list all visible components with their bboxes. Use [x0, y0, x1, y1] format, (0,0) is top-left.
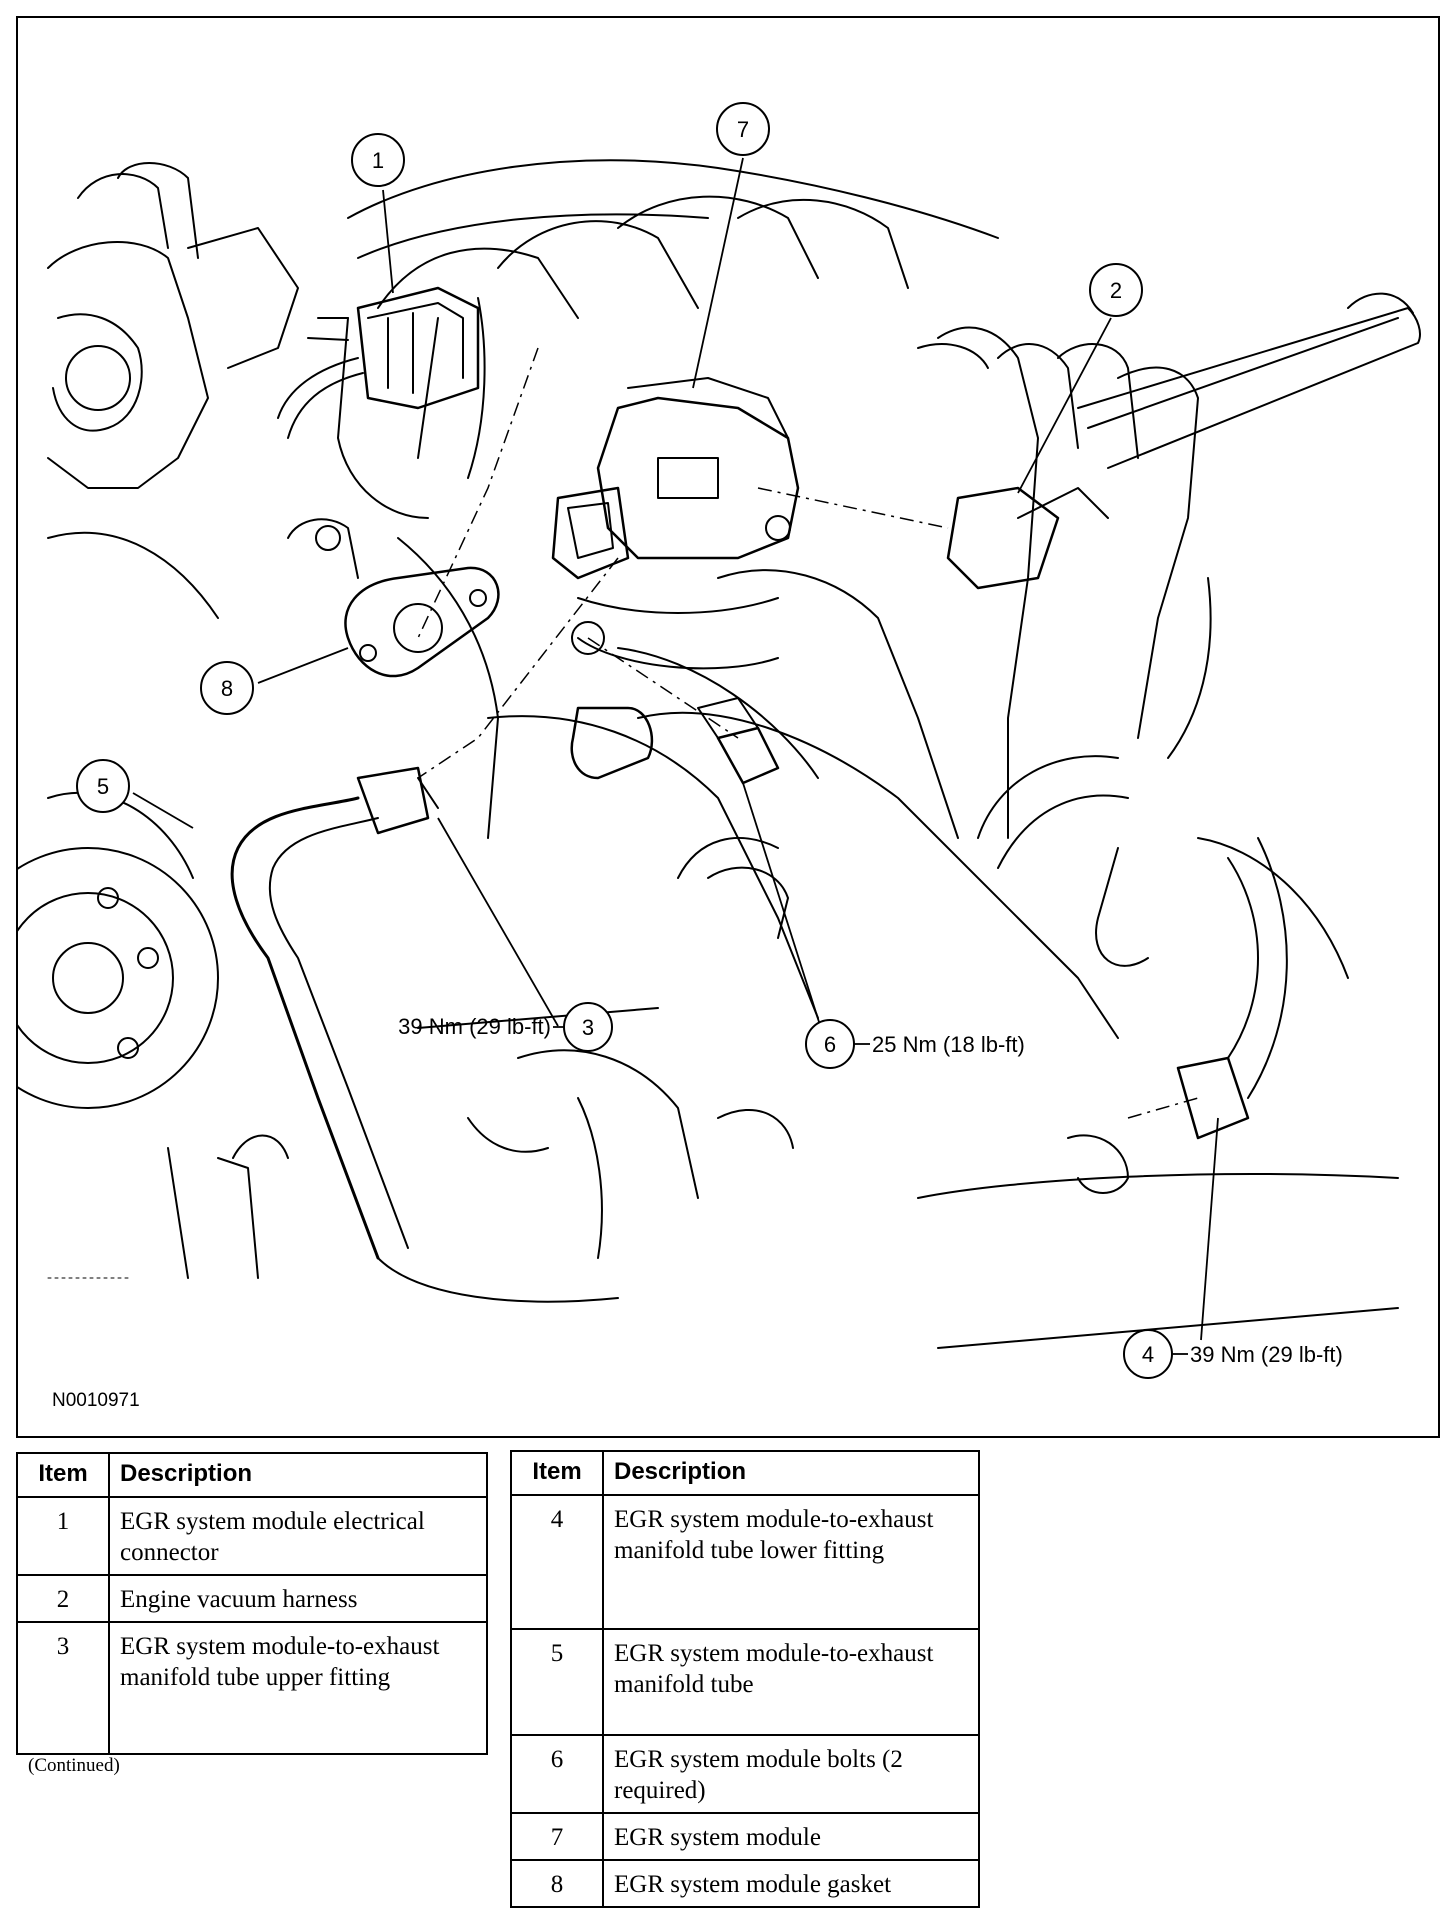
item-description: EGR system module gasket: [602, 1859, 980, 1908]
callout-4-torque: 39 Nm (29 lb-ft): [1190, 1342, 1343, 1367]
description-header: Description: [602, 1450, 980, 1496]
item-description: EGR system module electrical connector: [108, 1496, 488, 1576]
continued-note: (Continued): [28, 1755, 120, 1776]
egr-module-drawing: [551, 377, 800, 670]
item-number: 3: [16, 1621, 110, 1755]
callout-6: 6 25 Nm (18 lb-ft): [805, 1019, 1025, 1069]
table-row: 8 EGR system module gasket: [510, 1859, 980, 1908]
figure-id: N0010971: [52, 1390, 140, 1411]
callout-1-number: 1: [372, 148, 384, 173]
leader-lines: [132, 157, 1219, 1341]
description-header: Description: [108, 1452, 488, 1498]
callout-7-number: 7: [737, 117, 749, 142]
gasket-drawing: [287, 518, 500, 678]
callout-2: 2: [1089, 263, 1143, 317]
table-row: 6 EGR system module bolts (2 required): [510, 1734, 980, 1814]
item-description: EGR system module: [602, 1812, 980, 1861]
legend-header-row: Item Description: [510, 1450, 980, 1496]
engine-diagram-figure: 1 7 2 8 5 39 Nm (29 lb-ft) 3 6 25 Nm: [16, 16, 1440, 1438]
item-number: 2: [16, 1574, 110, 1623]
callout-4-number: 4: [1142, 1342, 1154, 1367]
engine-left-side-drawing: [18, 162, 299, 1279]
table-row: 1 EGR system module electrical connector: [16, 1496, 488, 1576]
callout-5: 5: [76, 759, 130, 813]
callout-4: 4 39 Nm (29 lb-ft): [1123, 1329, 1343, 1379]
item-number: 5: [510, 1628, 604, 1736]
legend-table-left: Item Description 1 EGR system module ele…: [16, 1452, 488, 1755]
callout-3-number: 3: [582, 1015, 594, 1040]
electrical-connector-drawing: [277, 286, 480, 439]
item-header: Item: [510, 1450, 604, 1496]
callout-3-torque: 39 Nm (29 lb-ft): [398, 1014, 551, 1039]
table-row: 2 Engine vacuum harness: [16, 1574, 488, 1623]
callout-2-number: 2: [1110, 278, 1122, 303]
callout-6-number: 6: [824, 1032, 836, 1057]
callout-7: 7: [716, 102, 770, 156]
item-description: Engine vacuum harness: [108, 1574, 488, 1623]
table-row: 7 EGR system module: [510, 1812, 980, 1861]
item-number: 4: [510, 1494, 604, 1630]
vacuum-harness-drawing: [917, 292, 1421, 967]
item-number: 1: [16, 1496, 110, 1576]
item-description: EGR system module bolts (2 required): [602, 1734, 980, 1814]
callout-6-torque: 25 Nm (18 lb-ft): [872, 1032, 1025, 1057]
alignment-lines: [417, 347, 1199, 1119]
item-description: EGR system module-to-exhaust manifold tu…: [602, 1494, 980, 1630]
item-number: 6: [510, 1734, 604, 1814]
callout-1: 1: [351, 133, 405, 187]
table-row: 4 EGR system module-to-exhaust manifold …: [510, 1494, 980, 1630]
table-row: 3 EGR system module-to-exhaust manifold …: [16, 1621, 488, 1755]
item-header: Item: [16, 1452, 110, 1498]
callout-3: 39 Nm (29 lb-ft) 3: [398, 1002, 613, 1052]
item-number: 8: [510, 1859, 604, 1908]
egr-module-bolt-drawing: [677, 697, 794, 1149]
callout-8: 8: [200, 661, 254, 715]
intake-manifold-drawing: [337, 159, 999, 1259]
legend-table-right: Item Description 4 EGR system module-to-…: [510, 1450, 980, 1908]
item-number: 7: [510, 1812, 604, 1861]
table-row: 5 EGR system module-to-exhaust manifold …: [510, 1628, 980, 1736]
callout-8-number: 8: [221, 676, 233, 701]
engine-line-drawing: 1 7 2 8 5 39 Nm (29 lb-ft) 3 6 25 Nm: [18, 102, 1421, 1379]
legend-header-row: Item Description: [16, 1452, 488, 1498]
egr-tube-drawing: [230, 706, 1399, 1349]
item-description: EGR system module-to-exhaust manifold tu…: [602, 1628, 980, 1736]
callout-5-number: 5: [97, 774, 109, 799]
item-description: EGR system module-to-exhaust manifold tu…: [108, 1621, 488, 1755]
